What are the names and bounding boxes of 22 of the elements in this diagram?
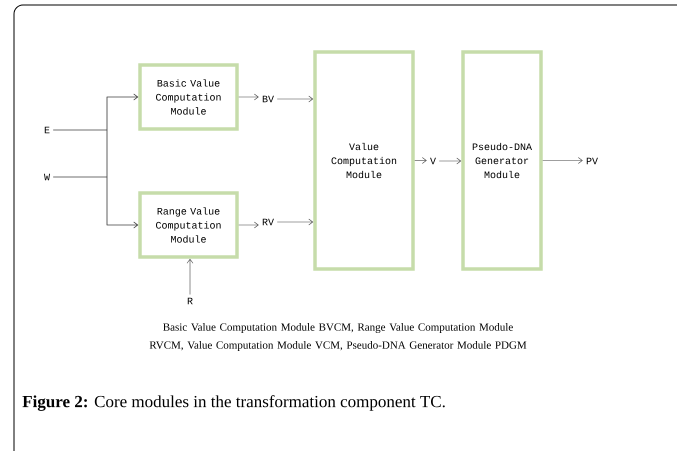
signal-label: E	[44, 126, 50, 134]
arrow	[276, 96, 314, 102]
figure-caption: Figure 2: Core modules in the transformation component TC.	[22, 395, 445, 411]
module-box: Value Computation Module	[313, 50, 415, 271]
signal-label: W	[44, 174, 50, 180]
signal-label: BV	[262, 96, 274, 102]
module-box: Basic Value Computation Module	[138, 63, 239, 131]
signal-label: V	[430, 158, 436, 164]
arrow	[276, 218, 314, 226]
arrow	[186, 258, 194, 295]
signal-label: PV	[586, 158, 598, 164]
arrow	[238, 222, 259, 228]
signal-label: R	[188, 298, 193, 304]
signal-label: RV	[262, 218, 274, 226]
arrow	[438, 158, 462, 164]
module-box: Pseudo-DNA Generator Module	[461, 50, 543, 271]
arrow	[238, 94, 259, 100]
legend-note: Basic Value Computation Module BVCM, Range Value Computation Module RVCM, Value Computation Module VCM, Pseudo-DNA Generator Module PDGM	[150, 323, 526, 351]
arrow	[542, 157, 583, 164]
module-box: Range Value Computation Module	[138, 191, 239, 259]
arrow	[414, 157, 427, 164]
arrow	[52, 176, 138, 228]
